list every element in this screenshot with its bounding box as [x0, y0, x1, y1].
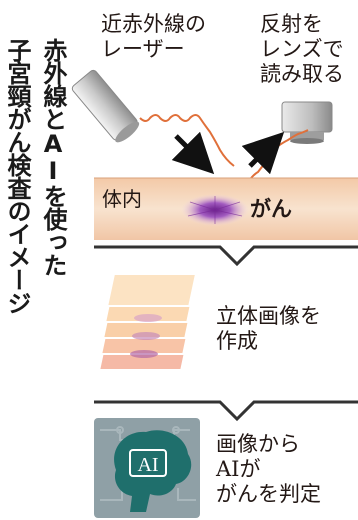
laser-caption: 近赤外線の レーザー: [101, 12, 206, 61]
arrow-down: [171, 131, 215, 175]
ai-chip-label: AI: [137, 454, 158, 476]
step-ai-judge-caption: 画像から AIが がんを判定: [216, 432, 321, 506]
body-label: 体内: [102, 187, 142, 211]
divider-1: [94, 245, 358, 267]
arrow-up: [241, 131, 285, 175]
title-column-1: 赤外線とAIを使った: [39, 38, 67, 276]
step-3d-image-caption: 立体画像を 作成: [216, 304, 321, 353]
title-column-2: 子宮頸がん検査のイメージ: [3, 38, 31, 314]
receiver-caption: 反射を レンズで 読み取る: [260, 12, 344, 86]
sensor-device: [281, 101, 333, 144]
laser-beam-in: [139, 114, 235, 167]
image-layer-stack: [97, 273, 198, 371]
cancer-label: がん: [250, 197, 292, 221]
laser-device: [71, 69, 140, 143]
ai-brain-icon: AI: [94, 418, 200, 518]
divider-2: [94, 400, 358, 422]
